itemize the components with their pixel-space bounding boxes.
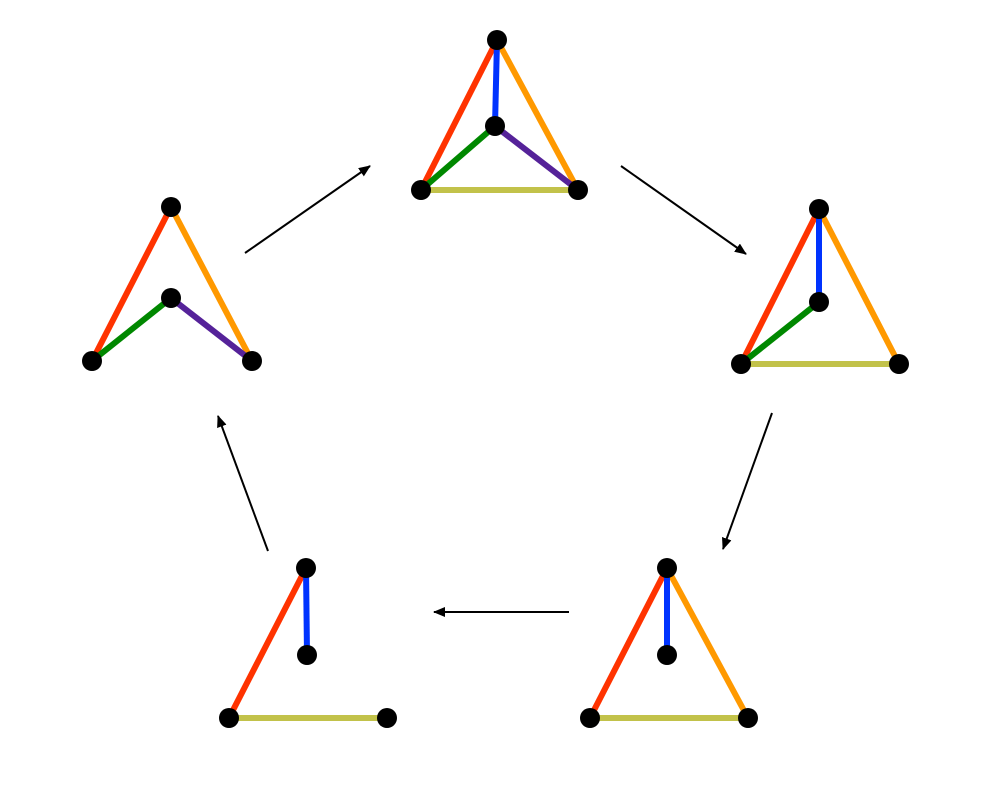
- edge-red: [587, 566, 670, 720]
- arrow-graph-left-to-graph-top: [217, 415, 269, 552]
- vertex-right: [377, 708, 397, 728]
- graph-left: [82, 197, 262, 371]
- vertex-apex: [487, 30, 507, 50]
- edge-orange: [494, 38, 581, 192]
- vertex-left: [219, 708, 239, 728]
- vertex-right: [568, 180, 588, 200]
- vertex-center: [657, 645, 677, 665]
- graph-bottom-left: [219, 558, 397, 728]
- vertex-apex: [296, 558, 316, 578]
- edge-green: [739, 299, 821, 367]
- graphs-layer: [82, 30, 909, 728]
- edge-orange: [168, 205, 255, 363]
- edge-red: [738, 207, 822, 366]
- vertex-center: [485, 116, 505, 136]
- edge-red: [226, 566, 309, 720]
- graph-top: [411, 30, 588, 200]
- arrow-graph-bottom-right-to-graph-bottom-left: [722, 412, 773, 550]
- vertex-left: [580, 708, 600, 728]
- edge-purple: [493, 123, 580, 193]
- edge-green: [419, 123, 497, 193]
- edge-red: [89, 205, 174, 363]
- arrow-graph-top-to-graph-right: [244, 165, 371, 254]
- vertex-right: [889, 354, 909, 374]
- edge-red: [418, 38, 500, 192]
- vertex-apex: [161, 197, 181, 217]
- vertex-apex: [657, 558, 677, 578]
- edge-blue: [492, 39, 500, 127]
- vertex-right: [242, 351, 262, 371]
- vertex-center: [161, 288, 181, 308]
- vertex-center: [297, 645, 317, 665]
- edge-blue: [303, 567, 310, 656]
- edge-green: [90, 295, 173, 364]
- edge-purple: [169, 295, 254, 364]
- vertex-left: [411, 180, 431, 200]
- graph-bottom-right: [580, 558, 758, 728]
- graph-right: [731, 199, 909, 374]
- vertex-left: [731, 354, 751, 374]
- vertex-apex: [809, 199, 829, 219]
- edge-orange: [816, 207, 902, 366]
- vertex-left: [82, 351, 102, 371]
- arrow-graph-right-to-graph-bottom-right: [620, 165, 747, 255]
- arrows-layer: [217, 165, 773, 617]
- edge-orange: [664, 566, 751, 720]
- vertex-center: [809, 292, 829, 312]
- vertex-right: [738, 708, 758, 728]
